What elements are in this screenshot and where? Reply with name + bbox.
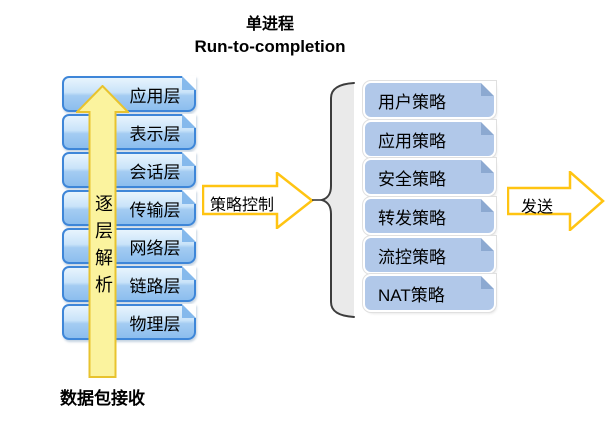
layer-box-datalink: 链路层	[62, 266, 196, 302]
packet-receive-caption: 数据包接收	[60, 389, 145, 408]
layer-label: 链路层	[129, 276, 181, 296]
policy-label: NAT策略	[378, 285, 445, 305]
policy-box-forwarding: 转发策略	[365, 199, 494, 233]
policy-label: 转发策略	[378, 208, 446, 228]
layer-label: 传输层	[129, 200, 181, 220]
policy-box-user: 用户策略	[365, 83, 494, 117]
policy-control-label: 策略控制	[209, 197, 274, 214]
brace-fill	[322, 83, 354, 317]
layer-label: 网络层	[129, 238, 181, 258]
title-line-cn: 单进程	[245, 16, 294, 33]
layer-label: 会话层	[129, 162, 181, 182]
up-arrow-shape	[76, 85, 129, 378]
policy-box-application: 应用策略	[365, 122, 494, 156]
layer-box-transport: 传输层	[62, 190, 196, 226]
layer-label: 物理层	[129, 314, 181, 334]
policy-box-nat: NAT策略	[365, 276, 494, 310]
layer-box-physical: 物理层	[62, 304, 196, 340]
up-arrow-icon	[76, 85, 129, 378]
up-arrow-label: 逐层解析	[93, 194, 113, 302]
layer-box-presentation: 表示层	[62, 114, 196, 150]
send-arrow-shape	[507, 171, 605, 231]
send-label: 发送	[520, 199, 553, 216]
policy-box-security: 安全策略	[365, 160, 494, 194]
layer-label: 应用层	[129, 86, 181, 106]
brace-icon	[312, 82, 355, 318]
policy-control-arrow-shape	[202, 172, 314, 229]
policy-label: 用户策略	[378, 92, 446, 112]
policy-label: 流控策略	[378, 247, 446, 267]
title-line-en: Run-to-completion	[194, 37, 346, 56]
layer-box-session: 会话层	[62, 152, 196, 188]
layer-box-network: 网络层	[62, 228, 196, 264]
layer-label: 表示层	[129, 124, 181, 144]
policy-box-flow-control: 流控策略	[365, 238, 494, 272]
policy-control-arrow-icon	[202, 172, 314, 229]
diagram-title: 单进程 Run-to-completion	[85, 14, 455, 58]
send-arrow-icon	[507, 171, 605, 231]
policy-label: 应用策略	[378, 131, 446, 151]
policy-label: 安全策略	[378, 169, 446, 189]
